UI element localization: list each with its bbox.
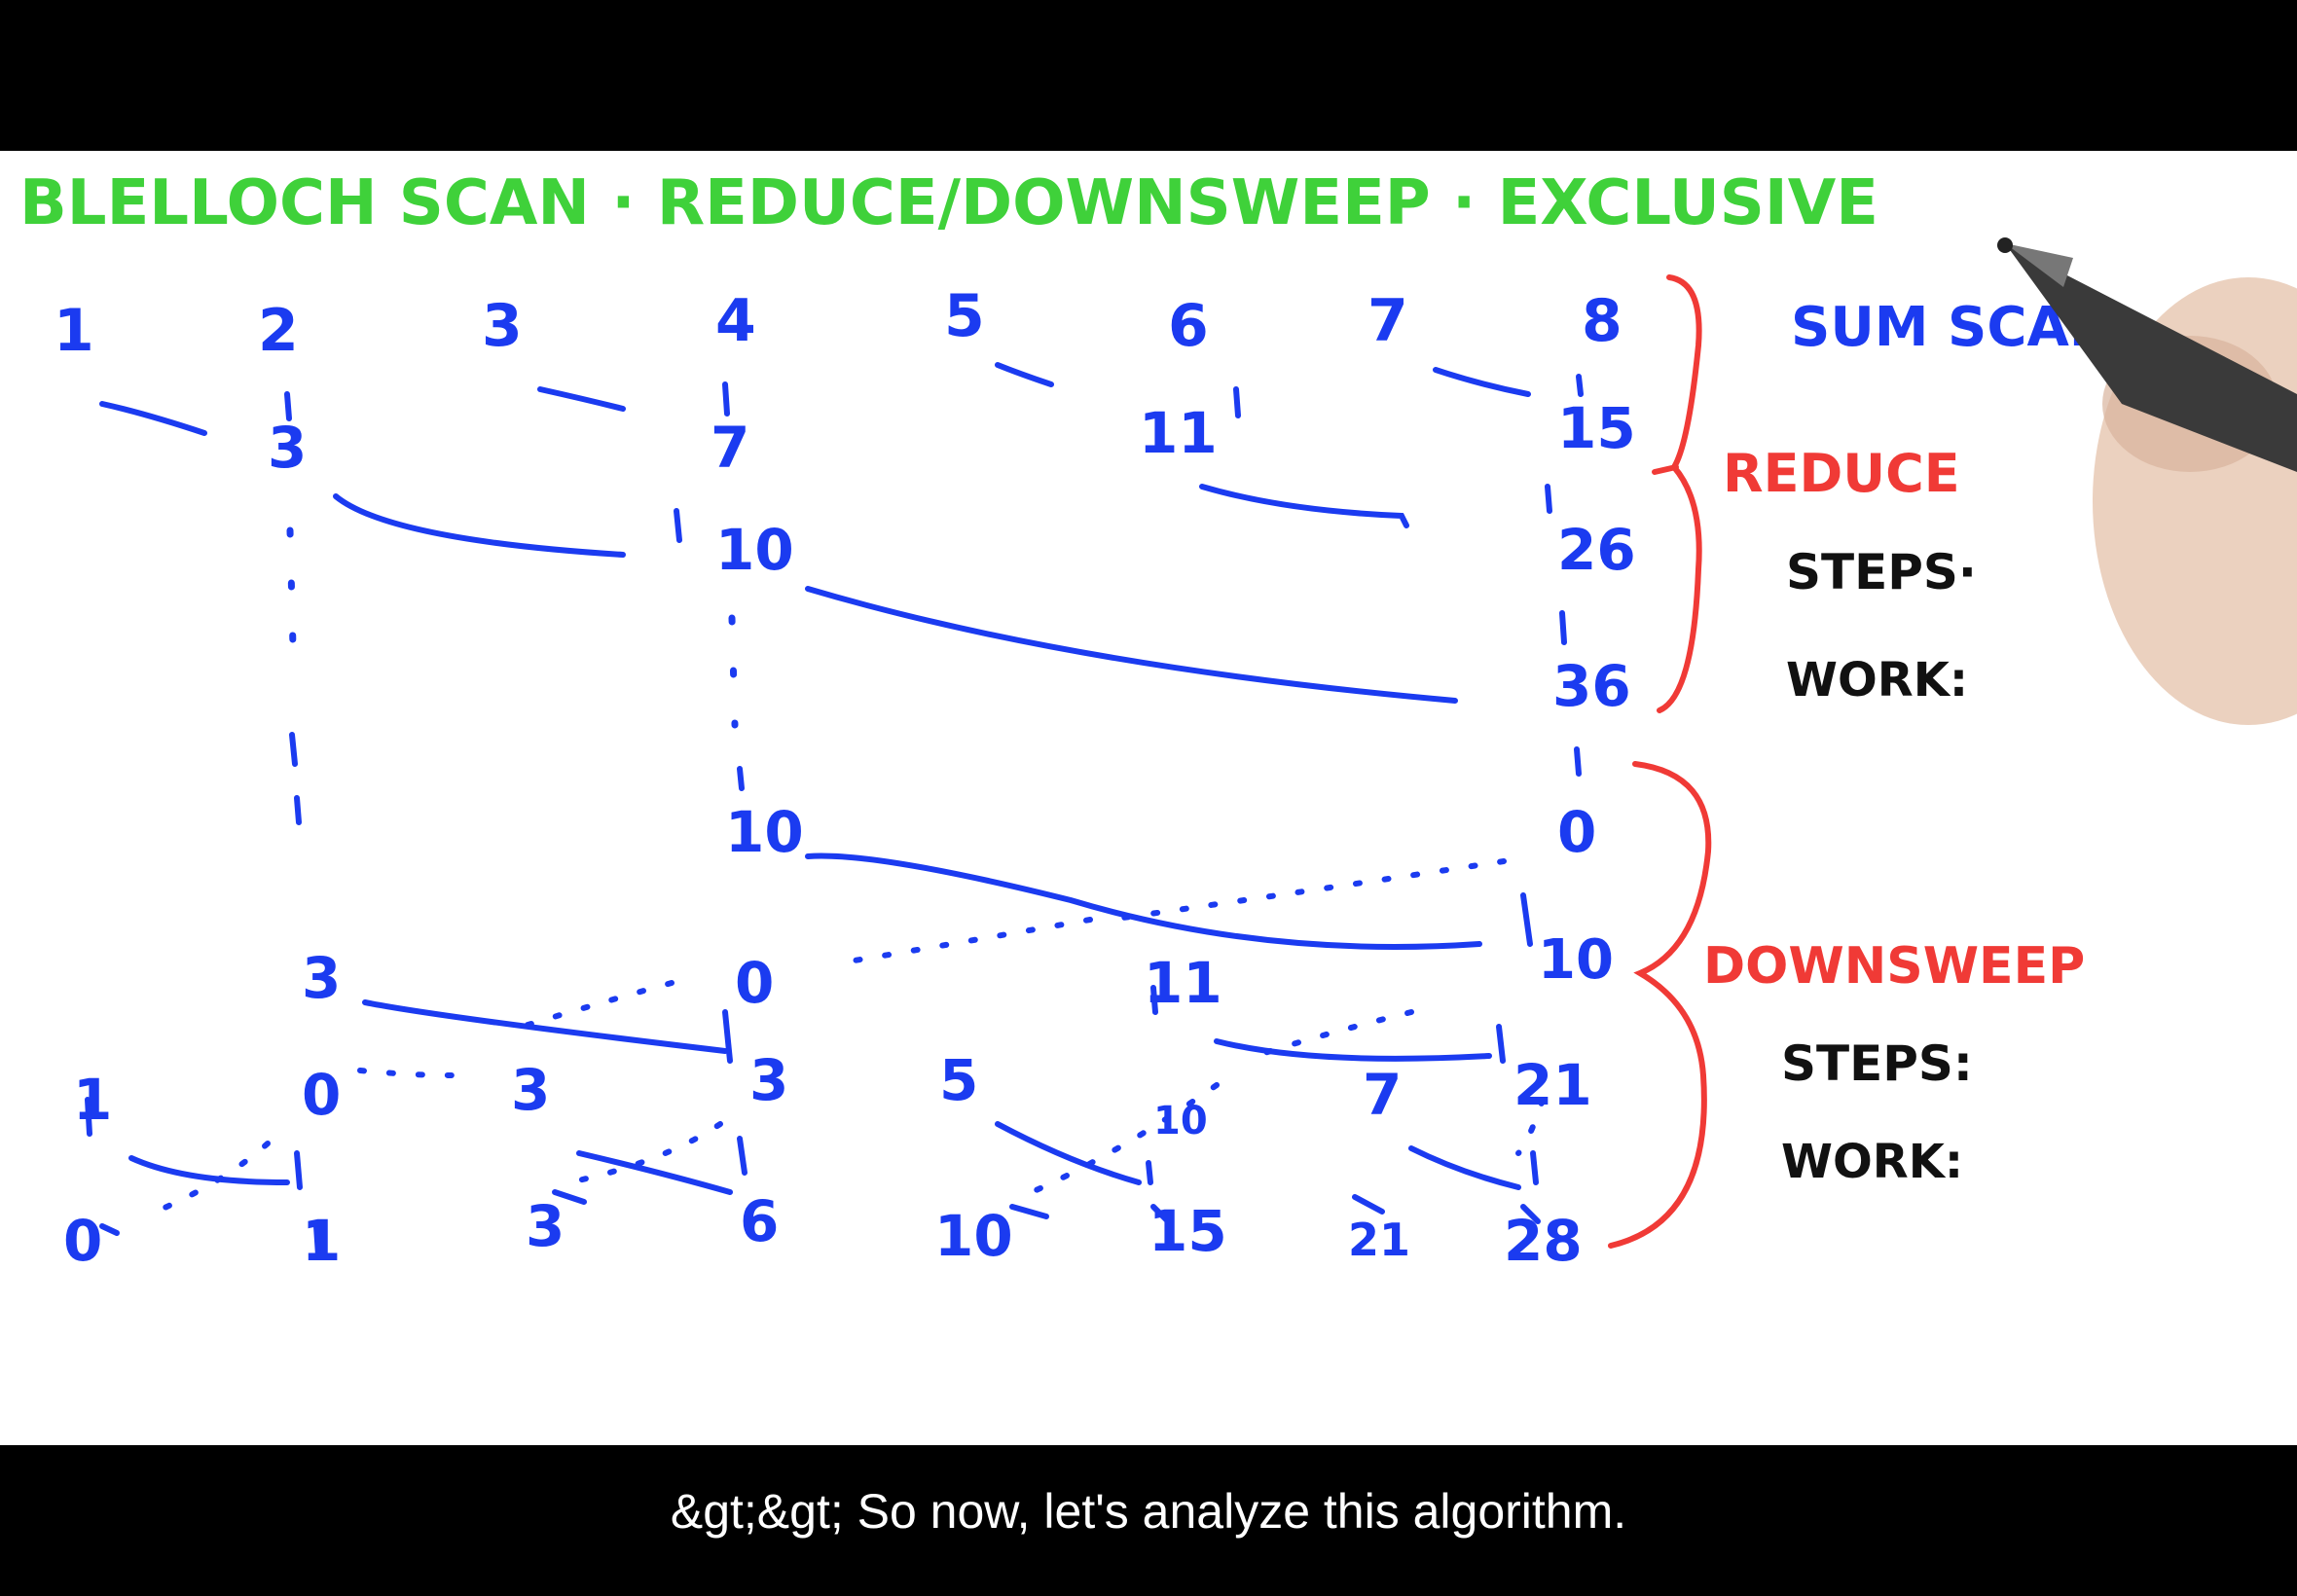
right-labels: SUM SCAN REDUCE STEPS· WORK: DOWNSWEEP S… [1703, 296, 2115, 1189]
whiteboard-drawing: BLELLOCH SCAN · REDUCE/DOWNSWEEP · EXCLU… [19, 167, 2297, 1274]
downsweep-value: 3 [511, 1057, 550, 1123]
output-value: 3 [526, 1193, 565, 1259]
subtitle-bar: &gt;&gt; So now, let's analyze this algo… [0, 1445, 2297, 1596]
reduce-work-label: WORK: [1786, 653, 1968, 707]
reduce-value: 10 [715, 517, 794, 583]
reduce-value: 11 [1139, 400, 1218, 466]
downsweep-value: 21 [1513, 1052, 1592, 1118]
reduce-brace-point [1652, 464, 1679, 475]
downsweep-steps-label: STEPS: [1781, 1035, 1973, 1092]
reduce-row-1: 3 7 11 15 [268, 395, 1636, 481]
reduce-label: REDUCE [1723, 443, 1960, 504]
reduce-row-2: 10 26 [715, 517, 1636, 583]
downsweep-value: 0 [302, 1062, 341, 1128]
title: BLELLOCH SCAN · REDUCE/DOWNSWEEP · EXCLU… [19, 167, 1878, 239]
output-value: 6 [740, 1188, 779, 1254]
input-value: 4 [715, 287, 756, 355]
braces [1608, 274, 1712, 1249]
reduce-value: 3 [268, 415, 307, 481]
downsweep-value: 5 [939, 1047, 978, 1113]
reduce-value: 36 [1552, 653, 1631, 719]
downsweep-row-1: 10 [1538, 928, 1614, 992]
reduce-strokes [99, 362, 1584, 704]
downsweep-label: DOWNSWEEP [1703, 937, 2085, 996]
downsweep-value: 3 [302, 945, 341, 1011]
downsweep-work-label: WORK: [1781, 1135, 1963, 1189]
input-value: 6 [1168, 292, 1209, 360]
hand-with-pen-image [1997, 237, 2297, 725]
downsweep-value: 10 [725, 799, 804, 865]
reduce-steps-label: STEPS· [1786, 544, 1977, 600]
downsweep-value: 10 [1153, 1099, 1208, 1143]
downsweep-value: 10 [1538, 928, 1614, 992]
downsweep-row-2: 3 0 11 [302, 945, 1222, 1016]
downsweep-value: 1 [73, 1067, 112, 1133]
input-value: 7 [1367, 287, 1408, 355]
output-row: 0 1 3 6 10 15 21 28 [63, 1188, 1583, 1274]
downsweep-row-3: 3 21 [749, 1047, 1592, 1118]
reduce-row-3: 36 [1552, 653, 1631, 719]
whiteboard: BLELLOCH SCAN · REDUCE/DOWNSWEEP · EXCLU… [0, 151, 2297, 1445]
output-value: 15 [1148, 1198, 1227, 1264]
downsweep-value: 0 [1557, 799, 1596, 865]
output-value: 28 [1504, 1208, 1583, 1274]
input-value: 8 [1582, 287, 1622, 355]
subtitle-text: &gt;&gt; So now, let's analyze this algo… [670, 1483, 1627, 1539]
input-value: 5 [944, 282, 985, 350]
input-value: 2 [258, 297, 299, 365]
reduce-value: 15 [1557, 395, 1636, 461]
downsweep-value: 7 [1363, 1062, 1402, 1128]
reduce-value: 7 [711, 415, 749, 481]
downsweep-value: 0 [735, 950, 774, 1016]
downsweep-strokes [85, 852, 1546, 1258]
downsweep-value: 3 [749, 1047, 788, 1113]
pass-through-lines [286, 526, 1582, 825]
downsweep-row-0: 10 0 [725, 799, 1596, 865]
output-value: 1 [302, 1208, 341, 1274]
downsweep-row-4: 1 0 3 5 10 7 [73, 1047, 1402, 1143]
input-row: 1 2 3 4 5 6 7 8 [54, 282, 1622, 365]
output-value: 10 [934, 1203, 1013, 1269]
reduce-value: 26 [1557, 517, 1636, 583]
output-value: 21 [1348, 1214, 1410, 1266]
output-value: 0 [63, 1208, 102, 1274]
input-value: 3 [482, 292, 523, 360]
downsweep-brace [1608, 761, 1712, 1249]
input-value: 1 [54, 297, 94, 365]
reduce-brace [1657, 274, 1702, 713]
